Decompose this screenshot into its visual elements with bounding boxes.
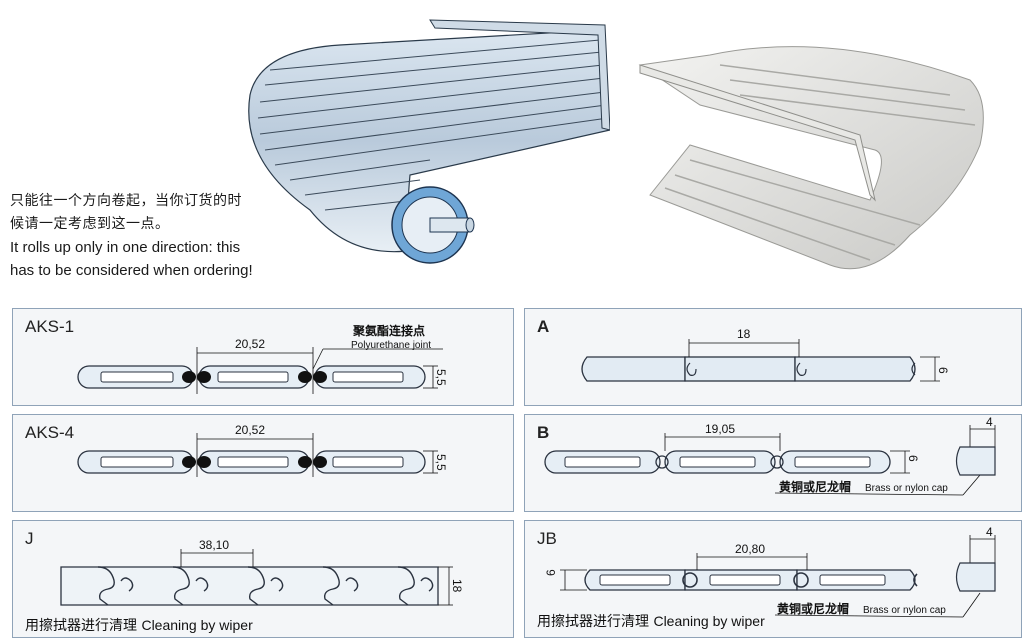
profile-code: JB (537, 529, 557, 548)
wiper-caption: 用擦拭器进行清理 Cleaning by wiper (537, 611, 765, 631)
pitch-dimension: 20,52 (235, 337, 265, 351)
note-zh-line1: 只能往一个方向卷起，当你订货的时 (10, 193, 242, 209)
profile-code: AKS-4 (25, 423, 75, 442)
rolled-cover-illustration (248, 19, 610, 264)
panel-jb: JB 20,80 6 4 黄铜或尼龙帽 Brass o (524, 520, 1022, 638)
pitch-dimension: 20,52 (235, 423, 265, 437)
cap-label-zh: 黄铜或尼龙帽 (779, 479, 851, 494)
aks-4-profile-drawing: 20,52 5,5 (77, 423, 448, 477)
caption-en: Cleaning by wiper (141, 617, 253, 633)
pitch-dimension: 19,05 (705, 422, 735, 436)
panel-b: B 19,05 6 4 黄铜或尼龙帽 Brass or nylon (524, 414, 1022, 512)
note-zh-line2: 候请一定考虑到这一点。 (10, 216, 170, 232)
height-dimension: 5,5 (434, 369, 448, 386)
panel-j: J 38,10 18 用擦拭器进行清理 Cleaning by wiper (12, 520, 514, 638)
cap-label-en: Brass or nylon cap (865, 483, 948, 494)
cap-label-en: Brass or nylon cap (863, 605, 946, 616)
profile-code: J (25, 529, 34, 548)
profile-code: AKS-1 (25, 317, 75, 336)
cap-width-dimension: 4 (986, 415, 993, 429)
jb-profile-drawing: 20,80 6 4 黄铜或尼龙帽 Brass or nylon cap (544, 525, 996, 618)
slat-cover-photo (638, 46, 984, 270)
panel-aks-1: AKS-1 20,52 5,5 聚氨酯连接点 Polyurethane join… (12, 308, 514, 406)
height-dimension: 6 (906, 455, 920, 462)
height-dimension: 18 (450, 579, 464, 593)
profile-code: B (537, 423, 550, 442)
cap-label-zh: 黄铜或尼龙帽 (777, 601, 849, 616)
joint-label-en: Polyurethane joint (351, 340, 431, 351)
note-en-line1: It rolls up only in one direction: this (10, 239, 241, 256)
joint-label-zh: 聚氨酯连接点 (352, 323, 425, 338)
b-profile-drawing: 19,05 6 4 黄铜或尼龙帽 Brass or nylon cap (544, 415, 996, 496)
aks-1-profile-drawing: 20,52 5,5 聚氨酯连接点 Polyurethane joint (77, 323, 448, 394)
caption-en: Cleaning by wiper (653, 613, 765, 629)
panel-aks-4: AKS-4 20,52 5,5 (12, 414, 514, 512)
a-profile-drawing: 18 6 (581, 327, 950, 382)
caption-zh: 用擦拭器进行清理 (537, 614, 649, 630)
pitch-dimension: 20,80 (735, 542, 765, 556)
caption-zh: 用擦拭器进行清理 (25, 618, 137, 634)
pitch-dimension: 18 (737, 327, 751, 341)
profile-code: A (537, 317, 550, 336)
height-dimension: 5,5 (434, 454, 448, 471)
panel-a: A 18 6 (524, 308, 1022, 406)
pitch-dimension: 38,10 (199, 538, 229, 552)
j-profile-drawing: 38,10 18 (60, 538, 464, 606)
height-dimension: 6 (544, 569, 558, 576)
direction-note: 只能往一个方向卷起，当你订货的时 候请一定考虑到这一点。 It rolls up… (10, 190, 310, 282)
cap-width-dimension: 4 (986, 525, 993, 539)
note-en-line2: has to be considered when ordering! (10, 262, 253, 279)
wiper-caption: 用擦拭器进行清理 Cleaning by wiper (25, 615, 253, 635)
height-dimension: 6 (936, 367, 950, 374)
